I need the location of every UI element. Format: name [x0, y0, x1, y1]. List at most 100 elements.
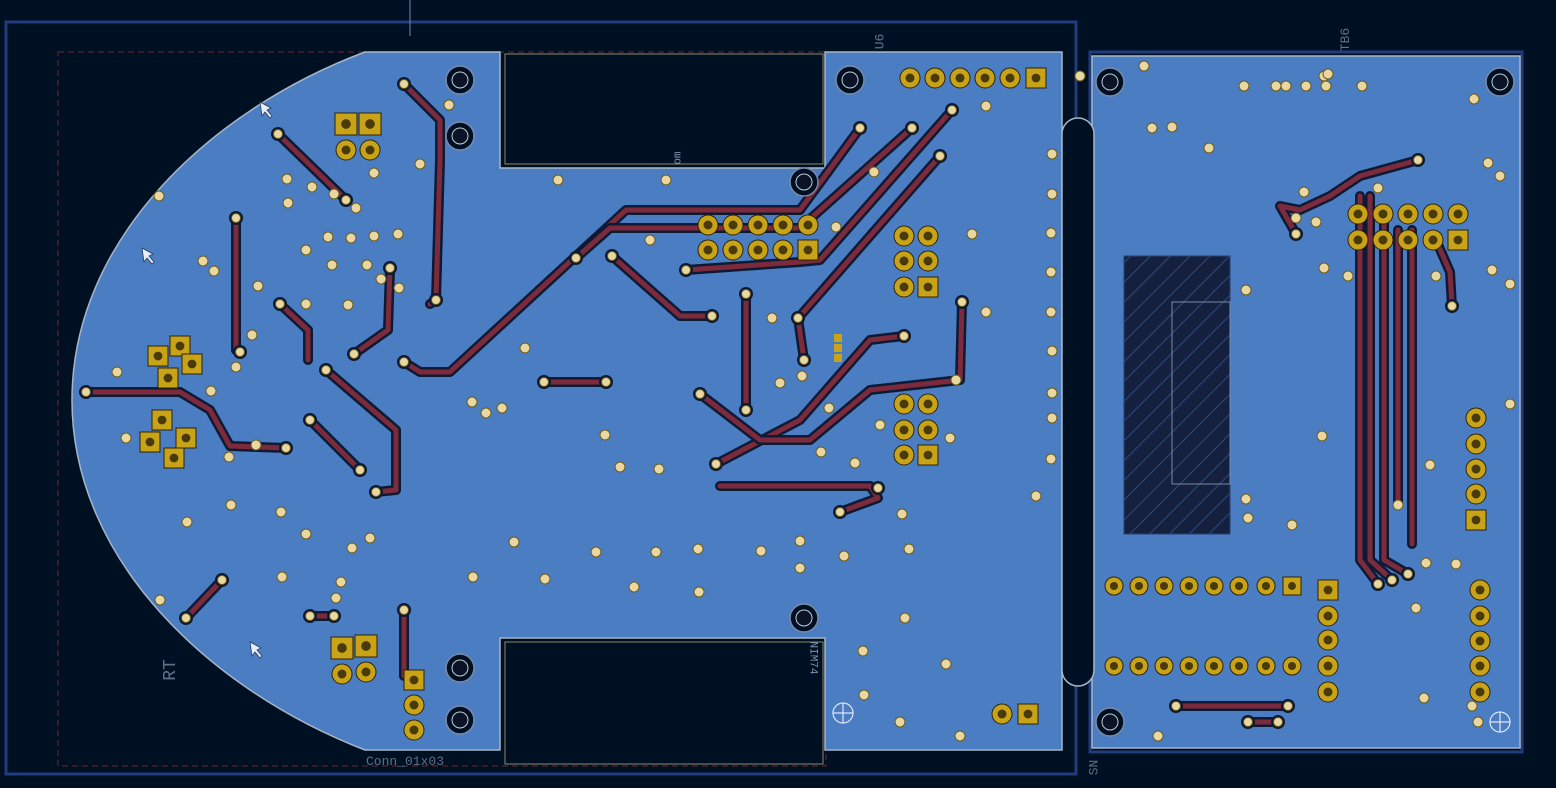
pad-drill — [409, 725, 419, 735]
pad-drill — [163, 373, 173, 383]
track — [1277, 157, 1421, 237]
pad-drill — [899, 256, 909, 266]
pad-drill — [955, 73, 965, 83]
via — [1403, 569, 1413, 579]
via — [1203, 142, 1215, 154]
via — [1300, 80, 1312, 92]
via — [766, 312, 778, 324]
via — [519, 342, 531, 354]
pad-drill — [803, 245, 813, 255]
via — [1046, 148, 1058, 160]
pad-drill — [899, 399, 909, 409]
via — [1372, 182, 1384, 194]
pad-drill — [1288, 582, 1296, 590]
via — [614, 461, 626, 473]
via — [950, 374, 962, 386]
pad-drill — [1209, 661, 1219, 671]
via — [755, 545, 767, 557]
pad-drill — [778, 245, 788, 255]
via — [341, 195, 351, 205]
via — [599, 429, 611, 441]
pad-drill — [923, 399, 933, 409]
via — [794, 535, 806, 547]
pad-drill — [1184, 581, 1194, 591]
via — [217, 575, 227, 585]
pad-drill — [1428, 235, 1438, 245]
via — [681, 265, 691, 275]
via — [1286, 519, 1298, 531]
via — [1273, 717, 1283, 727]
via — [197, 255, 209, 267]
via — [1045, 306, 1057, 318]
via — [1322, 68, 1334, 80]
pad-drill — [145, 437, 155, 447]
via — [342, 299, 354, 311]
via — [181, 516, 193, 528]
via — [1320, 80, 1332, 92]
track — [307, 417, 363, 473]
via — [1280, 80, 1292, 92]
pad-drill — [905, 73, 915, 83]
via — [392, 228, 404, 240]
via — [1482, 157, 1494, 169]
via — [858, 689, 870, 701]
via — [252, 280, 264, 292]
via — [653, 463, 665, 475]
pad-drill — [1453, 235, 1463, 245]
footprint-silk — [1171, 301, 1231, 485]
cursor-arrow-icon — [141, 101, 273, 659]
smd-pad — [834, 354, 842, 362]
via — [957, 297, 967, 307]
via — [496, 402, 508, 414]
pad-drill — [337, 669, 347, 679]
track — [323, 367, 399, 495]
via — [799, 355, 809, 365]
via — [794, 562, 806, 574]
via — [873, 483, 883, 493]
via — [322, 231, 334, 243]
pad-drill — [187, 359, 197, 369]
label-tb6: TB6 — [1338, 27, 1354, 52]
via — [467, 571, 479, 583]
via — [1291, 229, 1301, 239]
via — [1238, 80, 1250, 92]
pad-drill — [1031, 73, 1041, 83]
track — [351, 265, 393, 357]
pad-drill — [1353, 235, 1363, 245]
pad-drill — [1184, 661, 1194, 671]
via — [181, 613, 191, 623]
smd-pad — [834, 334, 842, 342]
via — [796, 370, 808, 382]
via — [835, 507, 845, 517]
via — [815, 446, 827, 458]
pad-drill — [753, 245, 763, 255]
smd-pad — [834, 344, 842, 352]
label-om: om — [672, 151, 685, 165]
via — [1318, 262, 1330, 274]
pad-drill — [899, 231, 909, 241]
via — [329, 611, 339, 621]
mounting-hole-inner — [795, 609, 813, 627]
via — [276, 571, 288, 583]
track — [1367, 193, 1395, 583]
pad-drill — [1234, 581, 1244, 591]
via — [944, 432, 956, 444]
via — [707, 311, 717, 321]
track — [697, 299, 965, 443]
pad-layer — [139, 67, 1491, 741]
via — [1494, 170, 1506, 182]
via — [695, 389, 705, 399]
track — [683, 107, 955, 273]
via — [326, 259, 338, 271]
label-u6: U6 — [872, 33, 888, 50]
via — [1447, 301, 1457, 311]
via — [375, 273, 387, 285]
pad-drill — [337, 643, 347, 653]
pad-drill — [1471, 464, 1481, 474]
via — [894, 716, 906, 728]
pad-drill — [365, 119, 375, 129]
via — [1468, 93, 1480, 105]
via — [1418, 692, 1430, 704]
